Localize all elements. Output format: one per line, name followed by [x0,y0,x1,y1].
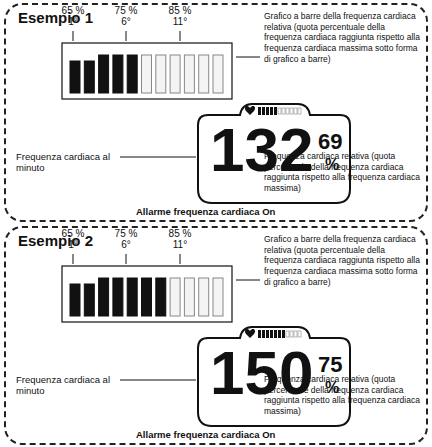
example-panel: 15075%Esempio 265 %1°75 %6°85 %11°Grafic… [4,226,428,445]
bar-segment [70,284,80,316]
scale-tick [73,31,74,41]
mini-bar-cell [274,107,277,115]
callout-text: Frequenza cardiaca relativa (quota perce… [264,374,422,417]
leader-line [120,157,196,158]
callout-text: Frequenza cardiaca relativa (quota perce… [264,151,422,194]
mini-bar-cell [274,330,277,338]
callout-text: Grafico a barre della frequenza cardiaca… [264,234,422,287]
bar-segment [170,55,180,93]
scale-tick [126,254,127,264]
heart-icon [245,329,255,338]
bar-segment [142,55,152,93]
mini-bar-cell [266,107,269,115]
scale-step: 11° [173,239,187,251]
mini-bar-cell [262,330,265,338]
mini-bar-cell [262,107,265,115]
mini-bar-cell [278,330,281,338]
bar-segment [156,55,166,93]
bar-segment [213,55,223,93]
bar-segment [84,284,94,316]
scale-percent: 65 % [62,228,85,240]
bar-segment [70,61,80,93]
bar-segment [156,278,166,316]
leader-line [120,380,196,381]
mini-bar-cell [282,108,285,114]
leader-line [236,57,260,58]
mini-bar-cell [290,108,293,114]
mini-bar-cell [294,331,297,337]
bar-segment [170,278,180,316]
heart-rate-digits: 132 [210,119,313,181]
scale-tick [180,254,181,264]
mini-bar-cell [270,107,273,115]
mini-bar-cell [266,330,269,338]
mini-bar-cell [286,331,289,337]
mini-bar-cell [298,108,301,114]
mini-bar-cell [282,330,285,338]
heart-rate-digits: 150 [210,342,313,404]
scale-step: 6° [121,16,131,28]
bar-segment [113,55,123,93]
mini-bar-cell [258,330,261,338]
bar-segment [184,278,194,316]
alarm-status: Allarme frequenza cardiaca On [136,430,275,441]
percent-digits: 75 [318,354,342,376]
bar-segment [184,55,194,93]
example-panel: 13269%Esempio 165 %1°75 %6°85 %11°Grafic… [4,3,428,222]
bar-segment [199,278,209,316]
scale-step: 11° [173,16,187,28]
mini-bar-cell [286,108,289,114]
scale-percent: 75 % [115,5,138,17]
scale-tick [126,31,127,41]
scale-tick [73,254,74,264]
heart-icon [245,106,255,115]
mini-bar-cell [278,108,281,114]
leader-line [236,280,260,281]
bar-segment [213,278,223,316]
bar-graph-frame [62,266,232,322]
bar-segment [84,61,94,93]
callout-text: Grafico a barre della frequenza cardiaca… [264,11,422,64]
callout-text: Frequenza cardiaca al minuto [16,151,116,174]
bar-segment [99,278,109,316]
bar-segment [127,278,137,316]
alarm-status: Allarme frequenza cardiaca On [136,207,275,218]
mini-bar-cell [294,108,297,114]
percent-digits: 69 [318,131,342,153]
bar-segment [142,278,152,316]
mini-bar-cell [290,331,293,337]
mini-bar-cell [298,331,301,337]
scale-step: 6° [121,239,131,251]
scale-percent: 75 % [115,228,138,240]
bar-segment [127,55,137,93]
bar-segment [99,55,109,93]
scale-percent: 65 % [62,5,85,17]
mini-bar-cell [258,107,261,115]
bar-segment [199,55,209,93]
scale-step: 1° [68,16,78,28]
scale-percent: 85 % [169,5,192,17]
callout-text: Frequenza cardiaca al minuto [16,374,116,397]
mini-bar-cell [270,330,273,338]
bar-graph-frame [62,43,232,99]
bar-segment [113,278,123,316]
scale-step: 1° [68,239,78,251]
scale-percent: 85 % [169,228,192,240]
scale-tick [180,31,181,41]
